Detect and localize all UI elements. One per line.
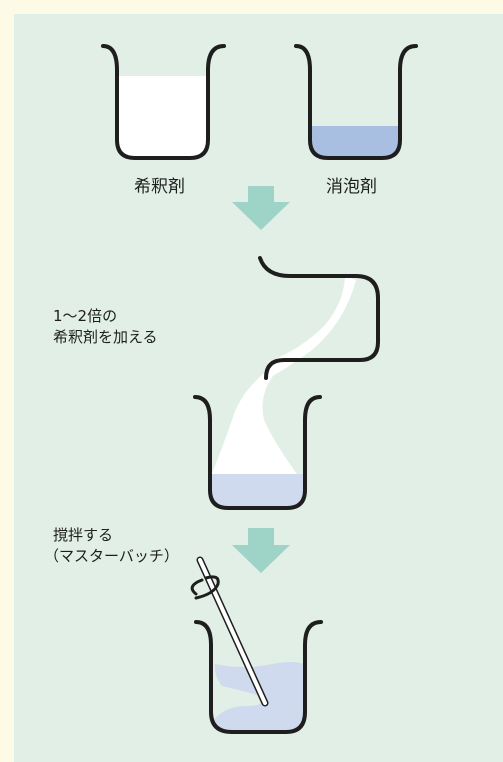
diluent-beaker: [101, 44, 226, 160]
mixing-beaker: [193, 395, 322, 510]
rotation-arrow-icon: [190, 575, 220, 600]
stir-label-line2: （マスターバッチ）: [44, 547, 179, 565]
diluent-liquid: [117, 76, 208, 158]
down-arrow-icon: [232, 186, 290, 230]
add-diluent-label-line2: 希釈剤を加える: [53, 328, 158, 346]
diluent-label: 希釈剤: [134, 177, 185, 197]
defoamer-liquid: [310, 126, 400, 158]
stirring-beaker: [194, 620, 323, 734]
stirring-beaker-outline: [194, 620, 323, 734]
stir-label-line1: 撹拌する: [53, 526, 114, 544]
mixture-liquid: [210, 474, 305, 508]
stirring-rod-icon: [196, 556, 269, 707]
poured-stream-top: [268, 276, 356, 378]
defoamer-beaker: [294, 44, 418, 160]
add-diluent-label-line1: 1〜2倍の: [53, 307, 118, 325]
defoamer-label: 消泡剤: [326, 177, 377, 197]
pouring-beaker-outline: [258, 256, 380, 380]
defoamer-beaker-outline: [294, 44, 418, 160]
stirred-liquid: [214, 662, 305, 732]
mixing-beaker-outline: [193, 395, 322, 510]
poured-stream: [210, 368, 300, 478]
down-arrow-icon-2: [232, 528, 290, 573]
diluent-beaker-outline: [101, 44, 226, 160]
